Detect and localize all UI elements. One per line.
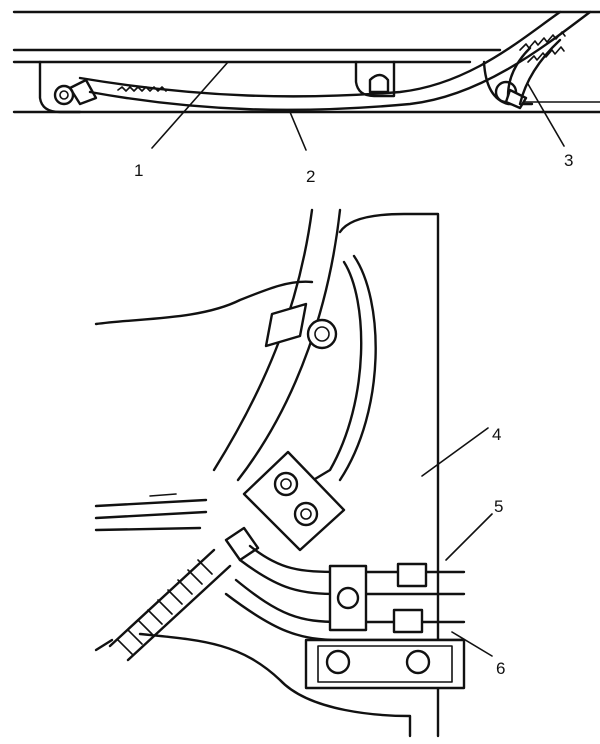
- panel-right-edge: [338, 212, 440, 738]
- cable-clamp: [264, 302, 308, 348]
- top-view: 1 2 3: [12, 10, 600, 186]
- rail-middle: [94, 510, 208, 520]
- boot-tail: [94, 638, 114, 652]
- boot-upper-edge: [108, 548, 216, 648]
- fitting-6: [392, 608, 424, 634]
- bottom-view: 4 5 6: [94, 208, 505, 738]
- cable-outer-top: [78, 10, 562, 98]
- main-cable-right: [236, 208, 342, 482]
- boot-lower-edge: [126, 564, 232, 662]
- plate-bolt-left: [325, 649, 351, 675]
- equalizer-bolt-upper: [273, 471, 299, 497]
- callout-5: 5: [494, 497, 503, 516]
- boot-corrugations: [117, 559, 213, 655]
- clamp-bolt-center: [314, 326, 330, 342]
- callout-4: 4: [492, 425, 501, 444]
- callout-3: 3: [564, 151, 573, 170]
- callout-6: 6: [496, 659, 505, 678]
- leader-5: [445, 513, 493, 561]
- middle-clip: [368, 73, 390, 94]
- left-clip-bolt-center: [59, 90, 69, 100]
- leader-1: [151, 61, 229, 149]
- leader-3: [527, 83, 565, 147]
- secondary-cable-inner: [338, 254, 377, 482]
- right-cable-drop-2: [518, 38, 562, 106]
- panel-lower-contour: [138, 632, 412, 738]
- leader-2: [289, 111, 307, 151]
- leader-6: [451, 631, 493, 657]
- fitting-5: [396, 562, 428, 588]
- equalizer-bolt-upper-center: [280, 478, 292, 490]
- middle-bracket: [354, 60, 396, 98]
- right-sheath-hatch: [519, 31, 566, 51]
- main-cable-left: [212, 208, 314, 472]
- leader-4: [421, 427, 489, 477]
- left-sheath-hatch: [117, 86, 167, 92]
- mounting-plate-inner: [317, 645, 453, 683]
- equalizer-bolt-lower: [293, 501, 319, 527]
- left-cable-clip: [68, 78, 98, 106]
- clamp-bolt: [306, 318, 338, 350]
- rail-upper: [94, 498, 208, 508]
- rail-lower: [94, 526, 202, 532]
- boot-collar: [224, 526, 260, 562]
- plate-bolt-right: [405, 649, 431, 675]
- panel-contour: [94, 280, 314, 326]
- rail-mark: [149, 493, 177, 497]
- secondary-cable-outer: [298, 260, 363, 490]
- clamp-block-bolt: [336, 586, 360, 610]
- right-cable-drop: [506, 46, 532, 98]
- callout-2: 2: [306, 167, 315, 186]
- equalizer-bolt-lower-center: [300, 508, 312, 520]
- equalizer-bracket: [242, 450, 346, 552]
- cable-outer-bottom: [88, 10, 592, 112]
- right-sheath-hatch-2: [527, 46, 565, 63]
- callout-1: 1: [134, 161, 143, 180]
- left-bracket: [38, 60, 82, 114]
